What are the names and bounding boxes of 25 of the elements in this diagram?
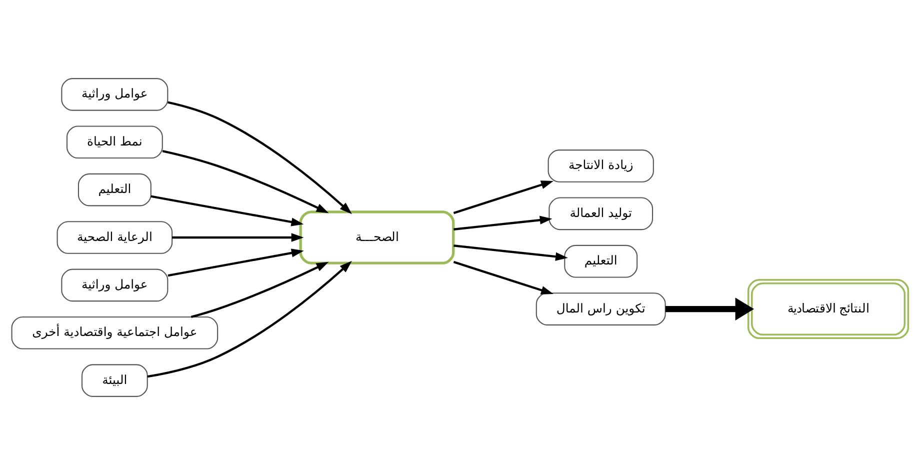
node-box: النتائج الاقتصادية — [747, 278, 910, 339]
arrow — [454, 244, 568, 260]
node-box: عوامل اجتماعية واقتصادية أخرى — [11, 316, 218, 349]
arrow — [666, 297, 754, 320]
node-box: نمط الحياة — [66, 125, 163, 158]
arrow — [150, 194, 304, 226]
node-box: تكوين راس المال — [536, 292, 666, 325]
node-box: الصحـــة — [299, 210, 455, 264]
arrow — [454, 215, 552, 230]
arrow — [190, 261, 329, 318]
arrow — [168, 100, 352, 214]
arrow — [168, 248, 304, 276]
node-box: توليد العمالة — [548, 196, 654, 230]
node-box: البيئة — [81, 364, 148, 396]
node-box: التعليم — [564, 244, 638, 278]
arrow — [453, 180, 554, 214]
arrow — [162, 150, 329, 213]
node-box: زيادة الانتاجة — [548, 149, 654, 182]
node-box: عوامل وراثية — [61, 78, 168, 110]
arrow — [453, 260, 554, 294]
arrow — [172, 232, 304, 242]
node-box: الرعاية الصحية — [56, 220, 173, 254]
node-box: عوامل وراثية — [61, 268, 168, 302]
arrow — [147, 260, 352, 378]
node-box: التعليم — [78, 172, 152, 206]
